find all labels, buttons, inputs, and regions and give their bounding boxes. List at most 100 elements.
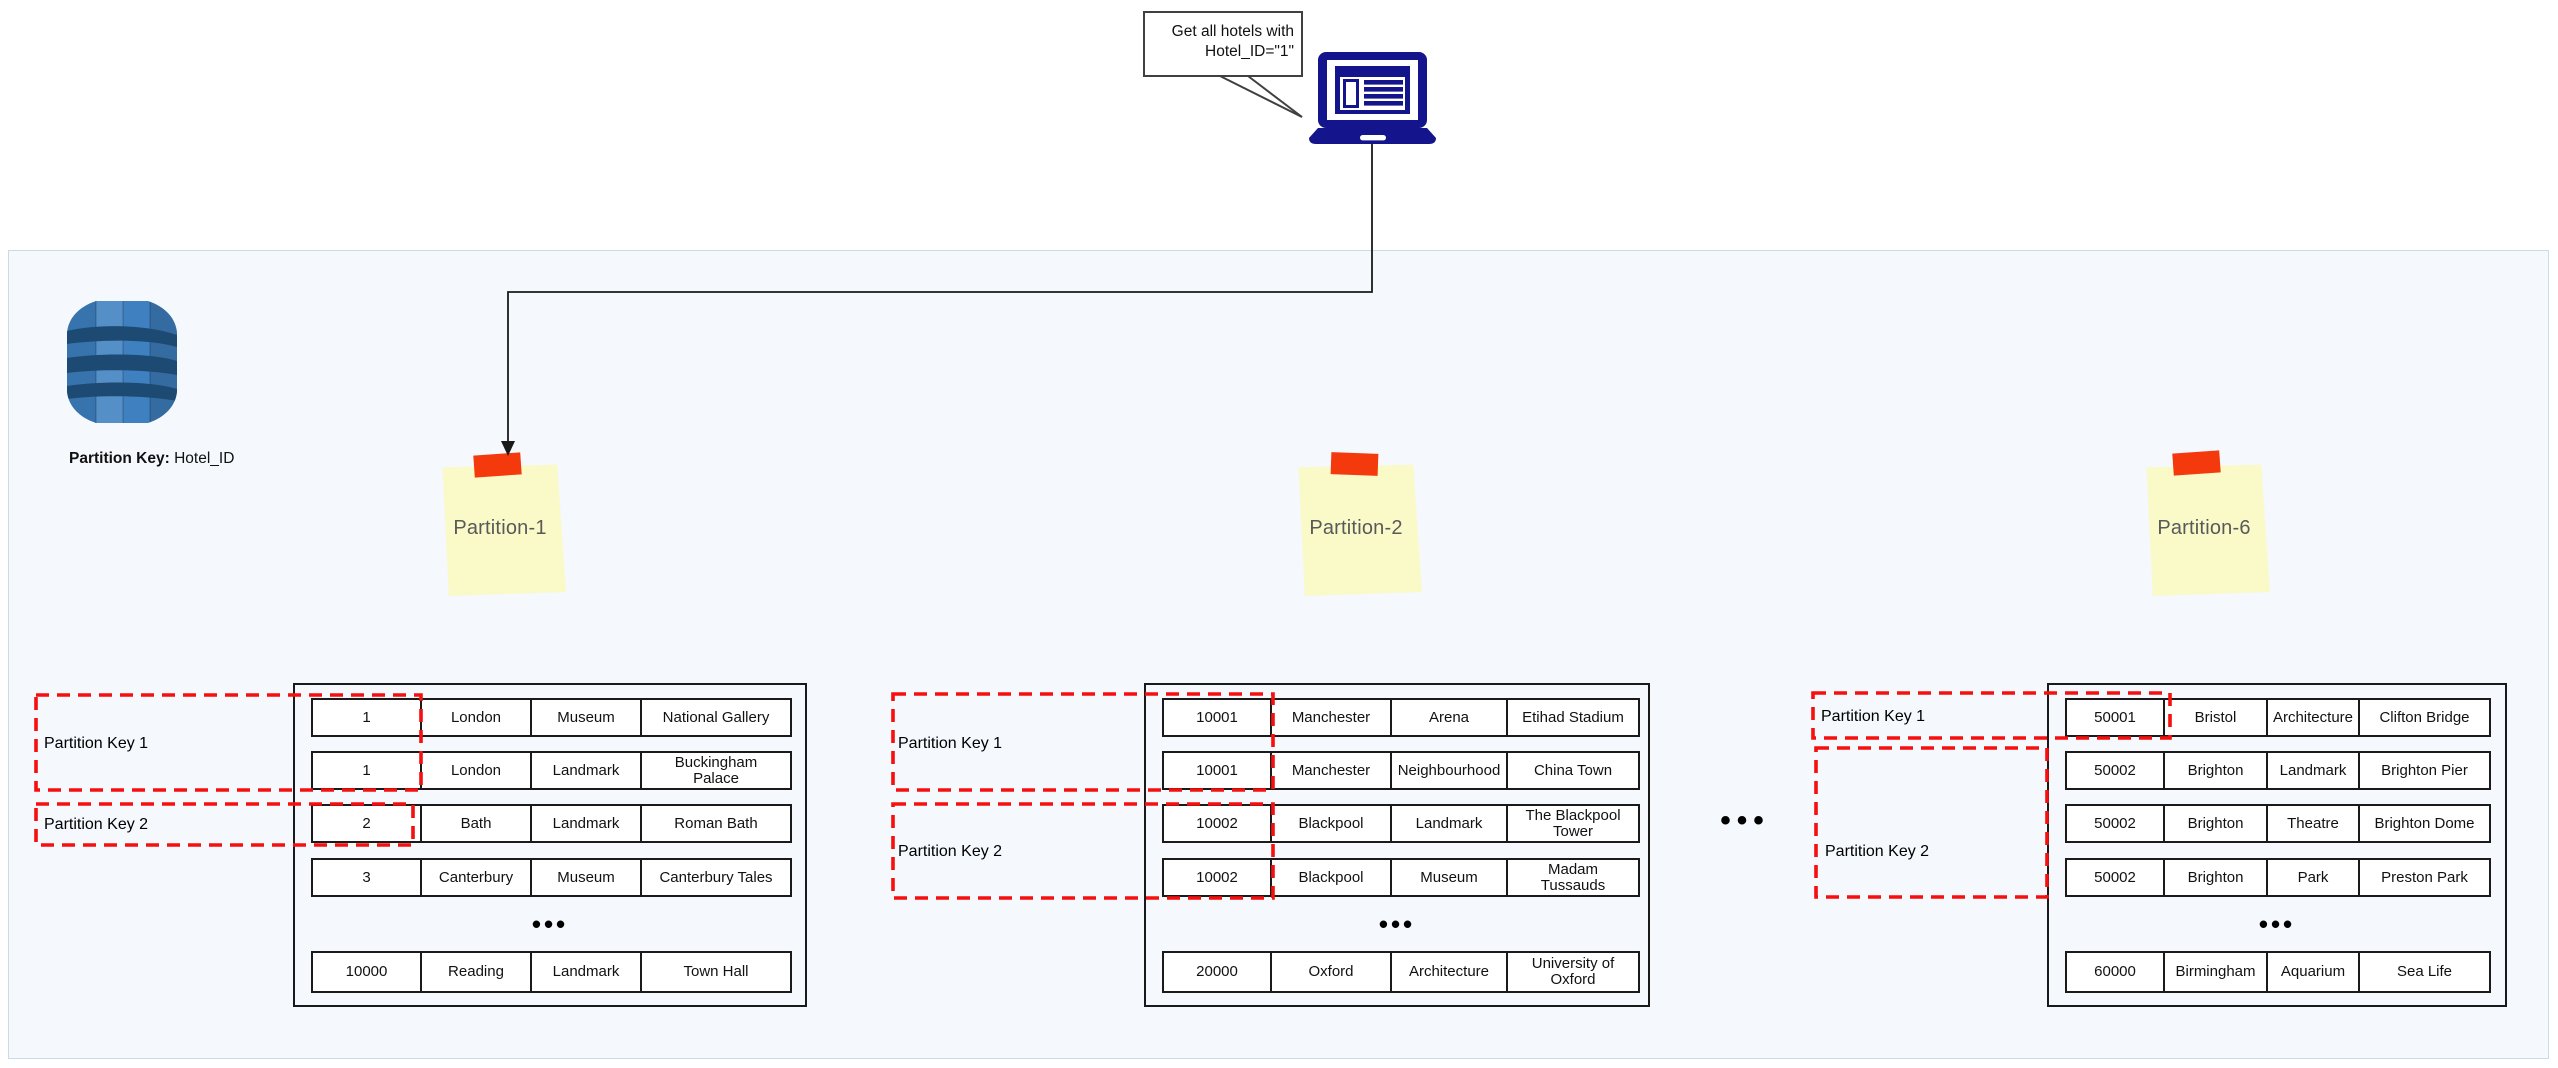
table-cell: Canterbury Tales bbox=[640, 858, 792, 897]
table-cell: 50002 bbox=[2065, 804, 2165, 843]
table-row: 10000 Reading Landmark Town Hall bbox=[311, 951, 792, 993]
table-row: 10001 Manchester Neighbourhood China Tow… bbox=[1162, 751, 1640, 790]
table-cell: London bbox=[420, 698, 532, 737]
table-row: 20000 Oxford Architecture University of … bbox=[1162, 951, 1640, 993]
tape-icon bbox=[1330, 452, 1379, 476]
sticky-note-partition-1: Partition-1 bbox=[442, 464, 566, 596]
table-cell: Museum bbox=[530, 858, 642, 897]
table-cell: 60000 bbox=[2065, 951, 2165, 993]
table-cell: Landmark bbox=[2266, 751, 2360, 790]
table-cell: London bbox=[420, 751, 532, 790]
sticky-note-partition-2: Partition-2 bbox=[1298, 464, 1422, 596]
table-row: 10002 Blackpool Landmark The Blackpool T… bbox=[1162, 804, 1640, 843]
query-bubble-line1: Get all hotels with bbox=[1171, 23, 1294, 40]
query-bubble-line2: Hotel_ID="1" bbox=[1205, 43, 1294, 60]
partition-2-table: 10001 Manchester Arena Etihad Stadium 10… bbox=[1144, 683, 1650, 1007]
table-cell: Manchester bbox=[1270, 698, 1392, 737]
t1-partition-key-1-label: Partition Key 1 bbox=[44, 735, 149, 752]
table-row: 60000 Birmingham Aquarium Sea Life bbox=[2065, 951, 2491, 993]
table-cell: Theatre bbox=[2266, 804, 2360, 843]
table-cell: Brighton bbox=[2163, 858, 2268, 897]
table-cell: 10002 bbox=[1162, 858, 1272, 897]
rows-ellipsis: ••• bbox=[1378, 909, 1416, 939]
table-cell: China Town bbox=[1506, 751, 1640, 790]
table-cell: Landmark bbox=[1390, 804, 1508, 843]
t3-partition-key-2-label: Partition Key 2 bbox=[1825, 843, 1930, 860]
query-bubble-tail bbox=[1219, 75, 1303, 118]
table-cell: Architecture bbox=[1390, 951, 1508, 993]
table-cell: Buckingham Palace bbox=[640, 751, 792, 790]
sticky-note-partition-6: Partition-6 bbox=[2146, 464, 2270, 596]
table-cell: Landmark bbox=[530, 951, 642, 993]
table-cell: 50001 bbox=[2065, 698, 2165, 737]
t1-partition-key-2-label: Partition Key 2 bbox=[44, 816, 149, 833]
partition-key-label-bold: Partition Key: bbox=[69, 450, 170, 467]
table-cell: Aquarium bbox=[2266, 951, 2360, 993]
table-cell: 1 bbox=[311, 698, 422, 737]
table-cell: Canterbury bbox=[420, 858, 532, 897]
t2-partition-key-1-label: Partition Key 1 bbox=[898, 735, 1003, 752]
table-cell: 50002 bbox=[2065, 751, 2165, 790]
table-cell: Birmingham bbox=[2163, 951, 2268, 993]
table-cell: Museum bbox=[530, 698, 642, 737]
table-row: 10001 Manchester Arena Etihad Stadium bbox=[1162, 698, 1640, 737]
query-bubble: Get all hotels with Hotel_ID="1" bbox=[1143, 11, 1303, 77]
table-cell: 10001 bbox=[1162, 698, 1272, 737]
table-cell: Preston Park bbox=[2358, 858, 2491, 897]
table-cell: Neighbourhood bbox=[1390, 751, 1508, 790]
table-cell: Brighton Pier bbox=[2358, 751, 2491, 790]
table-cell: Manchester bbox=[1270, 751, 1392, 790]
table-cell: Bath bbox=[420, 804, 532, 843]
table-cell: Oxford bbox=[1270, 951, 1392, 993]
table-cell: Architecture bbox=[2266, 698, 2360, 737]
table-row: 50002 Brighton Landmark Brighton Pier bbox=[2065, 751, 2491, 790]
table-row: 1 London Landmark Buckingham Palace bbox=[311, 751, 792, 790]
table-cell: Landmark bbox=[530, 804, 642, 843]
table-cell: Brighton bbox=[2163, 751, 2268, 790]
table-row: 50002 Brighton Park Preston Park bbox=[2065, 858, 2491, 897]
partition-key-value: Hotel_ID bbox=[174, 450, 235, 467]
partition-1-label: Partition-1 bbox=[453, 517, 547, 539]
table-cell: Arena bbox=[1390, 698, 1508, 737]
table-row: 10002 Blackpool Museum Madam Tussauds bbox=[1162, 858, 1640, 897]
tape-icon bbox=[2172, 450, 2221, 476]
table-cell: Town Hall bbox=[640, 951, 792, 993]
table-cell: Madam Tussauds bbox=[1506, 858, 1640, 897]
partition-1-table: 1 London Museum National Gallery 1 Londo… bbox=[293, 683, 807, 1007]
table-cell: Sea Life bbox=[2358, 951, 2491, 993]
table-row: 1 London Museum National Gallery bbox=[311, 698, 792, 737]
table-cell: Park bbox=[2266, 858, 2360, 897]
partition-key-label: Partition Key: Hotel_ID bbox=[69, 450, 234, 468]
t2-partition-key-2-label: Partition Key 2 bbox=[898, 843, 1003, 860]
partition-6-table: 50001 Bristol Architecture Clifton Bridg… bbox=[2047, 683, 2507, 1007]
table-cell: Brighton bbox=[2163, 804, 2268, 843]
table-cell: Reading bbox=[420, 951, 532, 993]
partition-6-label: Partition-6 bbox=[2157, 517, 2251, 539]
table-cell: 10002 bbox=[1162, 804, 1272, 843]
rows-ellipsis: ••• bbox=[531, 909, 569, 939]
table-cell: 50002 bbox=[2065, 858, 2165, 897]
table-row: 3 Canterbury Museum Canterbury Tales bbox=[311, 858, 792, 897]
table-cell: University of Oxford bbox=[1506, 951, 1640, 993]
table-cell: Clifton Bridge bbox=[2358, 698, 2491, 737]
table-cell: National Gallery bbox=[640, 698, 792, 737]
table-cell: Roman Bath bbox=[640, 804, 792, 843]
partition-2-label: Partition-2 bbox=[1309, 517, 1403, 539]
table-cell: 20000 bbox=[1162, 951, 1272, 993]
table-row: 2 Bath Landmark Roman Bath bbox=[311, 804, 792, 843]
t3-partition-key-1-label: Partition Key 1 bbox=[1821, 708, 1926, 725]
table-cell: 10000 bbox=[311, 951, 422, 993]
table-cell: Blackpool bbox=[1270, 804, 1392, 843]
tape-icon bbox=[473, 452, 522, 478]
table-cell: 2 bbox=[311, 804, 422, 843]
table-cell: 10001 bbox=[1162, 751, 1272, 790]
rows-ellipsis: ••• bbox=[2258, 909, 2296, 939]
table-cell: Museum bbox=[1390, 858, 1508, 897]
table-cell: 1 bbox=[311, 751, 422, 790]
table-cell: Bristol bbox=[2163, 698, 2268, 737]
table-cell: Landmark bbox=[530, 751, 642, 790]
table-cell: 3 bbox=[311, 858, 422, 897]
table-cell: Blackpool bbox=[1270, 858, 1392, 897]
table-cell: The Blackpool Tower bbox=[1506, 804, 1640, 843]
table-cell: Etihad Stadium bbox=[1506, 698, 1640, 737]
